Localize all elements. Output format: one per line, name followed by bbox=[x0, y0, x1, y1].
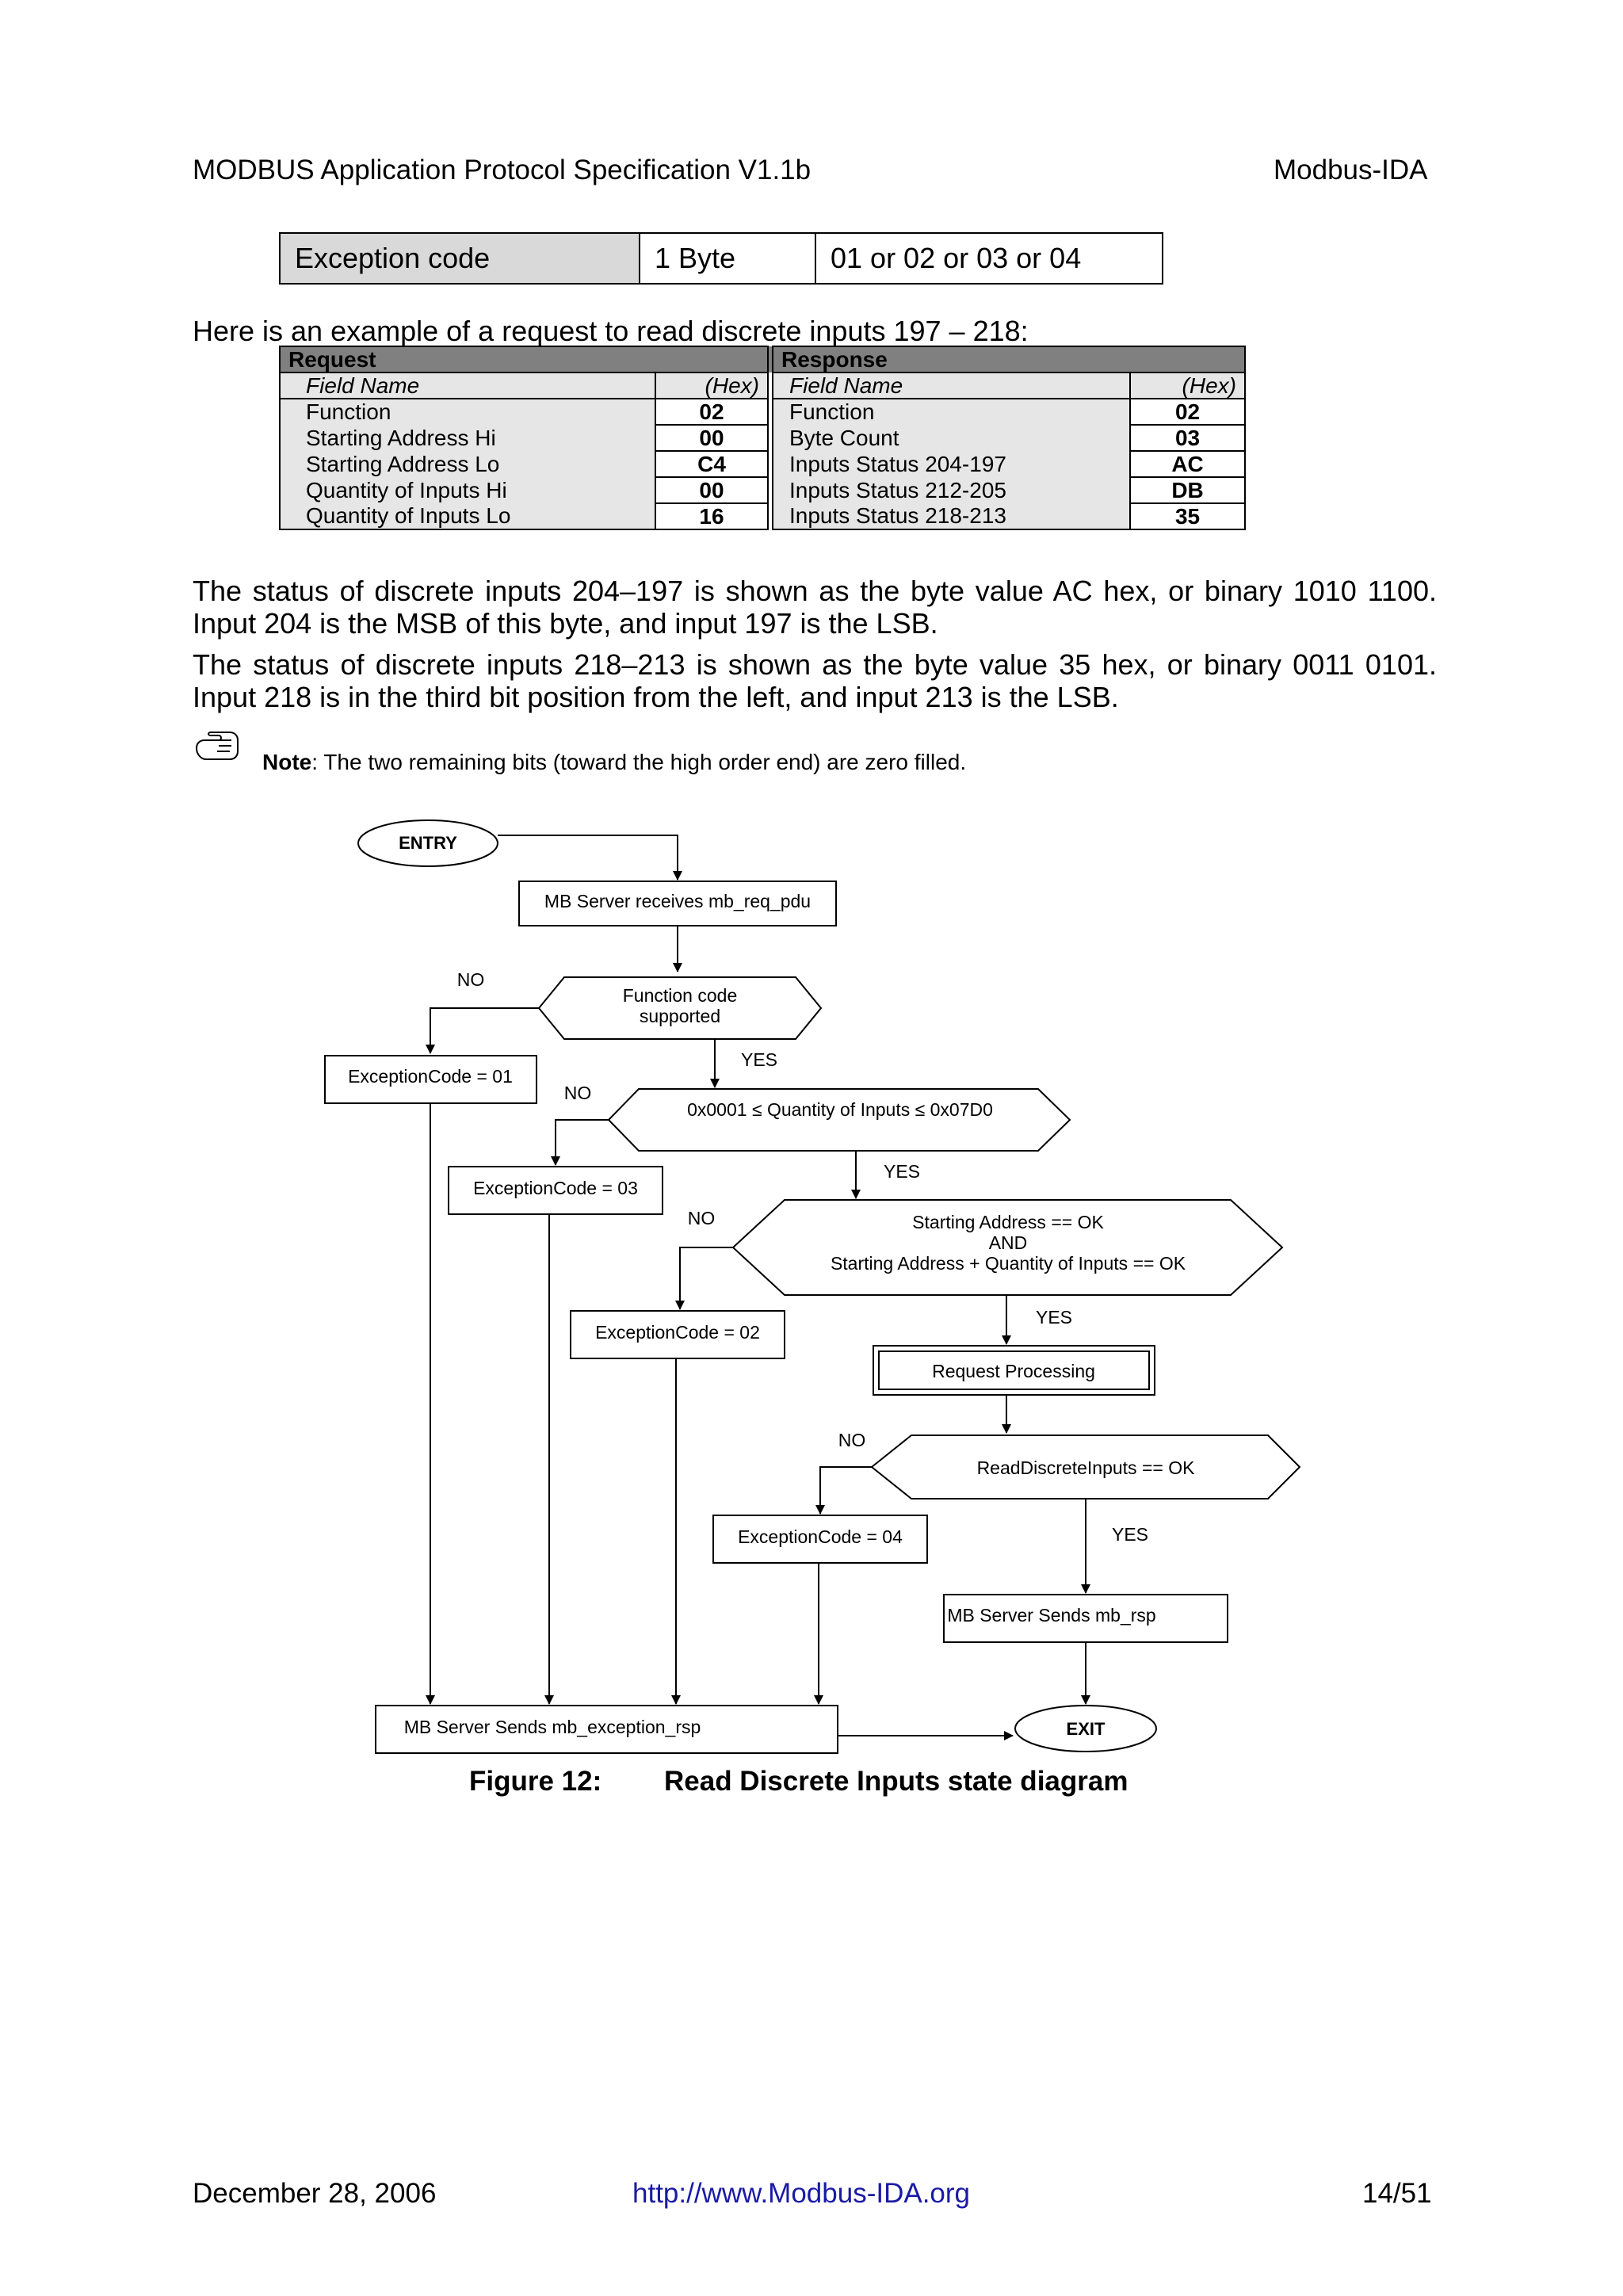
response-hex: 02 bbox=[1129, 398, 1246, 426]
figure-title: Read Discrete Inputs state diagram bbox=[664, 1766, 1128, 1797]
table-row: Quantity of Inputs Hi 00 Inputs Status 2… bbox=[279, 476, 1246, 504]
figure-number: Figure 12: bbox=[469, 1766, 602, 1797]
table-row: Function 02 Function 02 bbox=[279, 398, 1246, 426]
request-hex: 00 bbox=[655, 424, 769, 452]
exception-02-box bbox=[570, 1310, 785, 1359]
yes-label: YES bbox=[741, 1049, 777, 1070]
example-intro: Here is an example of a request to read … bbox=[193, 315, 1029, 347]
send-exception-box bbox=[375, 1705, 838, 1754]
exception-code-label: Exception code bbox=[279, 232, 640, 285]
quantity-label: 0x0001 ≤ Quantity of Inputs ≤ 0x07D0 bbox=[687, 1099, 993, 1120]
response-field-name-header: Field Name bbox=[771, 372, 1132, 399]
request-field-name-header: Field Name bbox=[279, 372, 656, 399]
exception-04-box bbox=[712, 1515, 928, 1564]
paragraph-status-204-197: The status of discrete inputs 204–197 is… bbox=[193, 575, 1437, 640]
table-row: Quantity of Inputs Lo 16 Inputs Status 2… bbox=[279, 502, 1246, 530]
no-label: NO bbox=[688, 1208, 716, 1228]
address-decision bbox=[731, 1199, 1284, 1296]
entry-label: ENTRY bbox=[399, 833, 457, 853]
organization-name: Modbus-IDA bbox=[1274, 155, 1428, 185]
response-field: Inputs Status 212-205 bbox=[771, 477, 1132, 503]
response-hex: DB bbox=[1129, 476, 1246, 504]
note-text: Note: The two remaining bits (toward the… bbox=[262, 750, 967, 774]
yes-label: YES bbox=[1036, 1307, 1072, 1328]
request-field: Function bbox=[279, 399, 656, 425]
footer-url-link[interactable]: http://www.Modbus-IDA.org bbox=[632, 2178, 970, 2209]
footer-page-number: 14/51 bbox=[1362, 2178, 1432, 2209]
table-row: Starting Address Lo C4 Inputs Status 204… bbox=[279, 450, 1246, 478]
response-hex: AC bbox=[1129, 450, 1246, 478]
function-code-label-line2: supported bbox=[640, 1006, 720, 1026]
response-header: Response bbox=[772, 346, 1246, 373]
function-code-decision bbox=[537, 976, 823, 1040]
receive-label: MB Server receives mb_req_pdu bbox=[544, 891, 811, 911]
request-hex-header: (Hex) bbox=[655, 372, 769, 399]
exception-code-table: Exception code 1 Byte 01 or 02 or 03 or … bbox=[279, 232, 1163, 285]
response-hex: 35 bbox=[1129, 502, 1246, 530]
request-field: Quantity of Inputs Lo bbox=[279, 503, 656, 530]
footer-date: December 28, 2006 bbox=[193, 2178, 437, 2209]
exception-code-size: 1 Byte bbox=[639, 232, 816, 285]
request-header: Request bbox=[279, 346, 769, 373]
quantity-decision bbox=[607, 1088, 1071, 1152]
request-hex: 02 bbox=[655, 398, 769, 426]
send-response-label: MB Server Sends mb_rsp bbox=[947, 1605, 1155, 1626]
request-field: Starting Address Lo bbox=[279, 451, 656, 477]
no-label: NO bbox=[838, 1430, 866, 1450]
response-field: Inputs Status 204-197 bbox=[771, 451, 1132, 477]
note-label: Note bbox=[262, 750, 312, 774]
response-field: Function bbox=[771, 399, 1132, 425]
request-field: Quantity of Inputs Hi bbox=[279, 477, 656, 503]
request-hex: 00 bbox=[655, 476, 769, 504]
read-discrete-inputs-label: ReadDiscreteInputs == OK bbox=[977, 1457, 1196, 1478]
no-label: NO bbox=[457, 969, 485, 990]
document-title: MODBUS Application Protocol Specificatio… bbox=[193, 155, 812, 185]
yes-label: YES bbox=[1112, 1524, 1148, 1545]
pointing-hand-icon bbox=[195, 732, 239, 760]
request-processing-label: Request Processing bbox=[932, 1361, 1095, 1381]
request-processing-box bbox=[873, 1345, 1155, 1396]
response-field: Inputs Status 218-213 bbox=[771, 503, 1132, 530]
read-discrete-inputs-decision bbox=[870, 1435, 1301, 1499]
exception-01-label: ExceptionCode = 01 bbox=[348, 1066, 513, 1087]
exit-label: EXIT bbox=[1067, 1719, 1106, 1739]
exception-02-label: ExceptionCode = 02 bbox=[595, 1322, 760, 1343]
table-row: Starting Address Hi 00 Byte Count 03 bbox=[279, 424, 1246, 452]
response-hex: 03 bbox=[1129, 424, 1246, 452]
exception-04-label: ExceptionCode = 04 bbox=[738, 1526, 903, 1547]
exception-03-label: ExceptionCode = 03 bbox=[473, 1178, 638, 1198]
exit-node bbox=[1014, 1705, 1157, 1752]
address-label-line2: AND bbox=[989, 1232, 1028, 1253]
address-label-line3: Starting Address + Quantity of Inputs ==… bbox=[831, 1253, 1186, 1274]
response-hex-header: (Hex) bbox=[1129, 372, 1246, 399]
paragraph-status-218-213: The status of discrete inputs 218–213 is… bbox=[193, 648, 1437, 713]
request-response-table: Request Response Field Name (Hex) Field … bbox=[279, 346, 1246, 530]
exception-03-box bbox=[448, 1166, 663, 1215]
yes-label: YES bbox=[884, 1161, 920, 1182]
entry-node bbox=[357, 819, 498, 867]
send-exception-label: MB Server Sends mb_exception_rsp bbox=[404, 1717, 701, 1737]
no-label: NO bbox=[564, 1083, 592, 1103]
request-hex: 16 bbox=[655, 502, 769, 530]
function-code-label-line1: Function code bbox=[623, 985, 737, 1006]
request-field: Starting Address Hi bbox=[279, 425, 656, 451]
request-hex: C4 bbox=[655, 450, 769, 478]
address-label-line1: Starting Address == OK bbox=[912, 1212, 1104, 1232]
response-field: Byte Count bbox=[771, 425, 1132, 451]
exception-code-values: 01 or 02 or 03 or 04 bbox=[815, 232, 1163, 285]
